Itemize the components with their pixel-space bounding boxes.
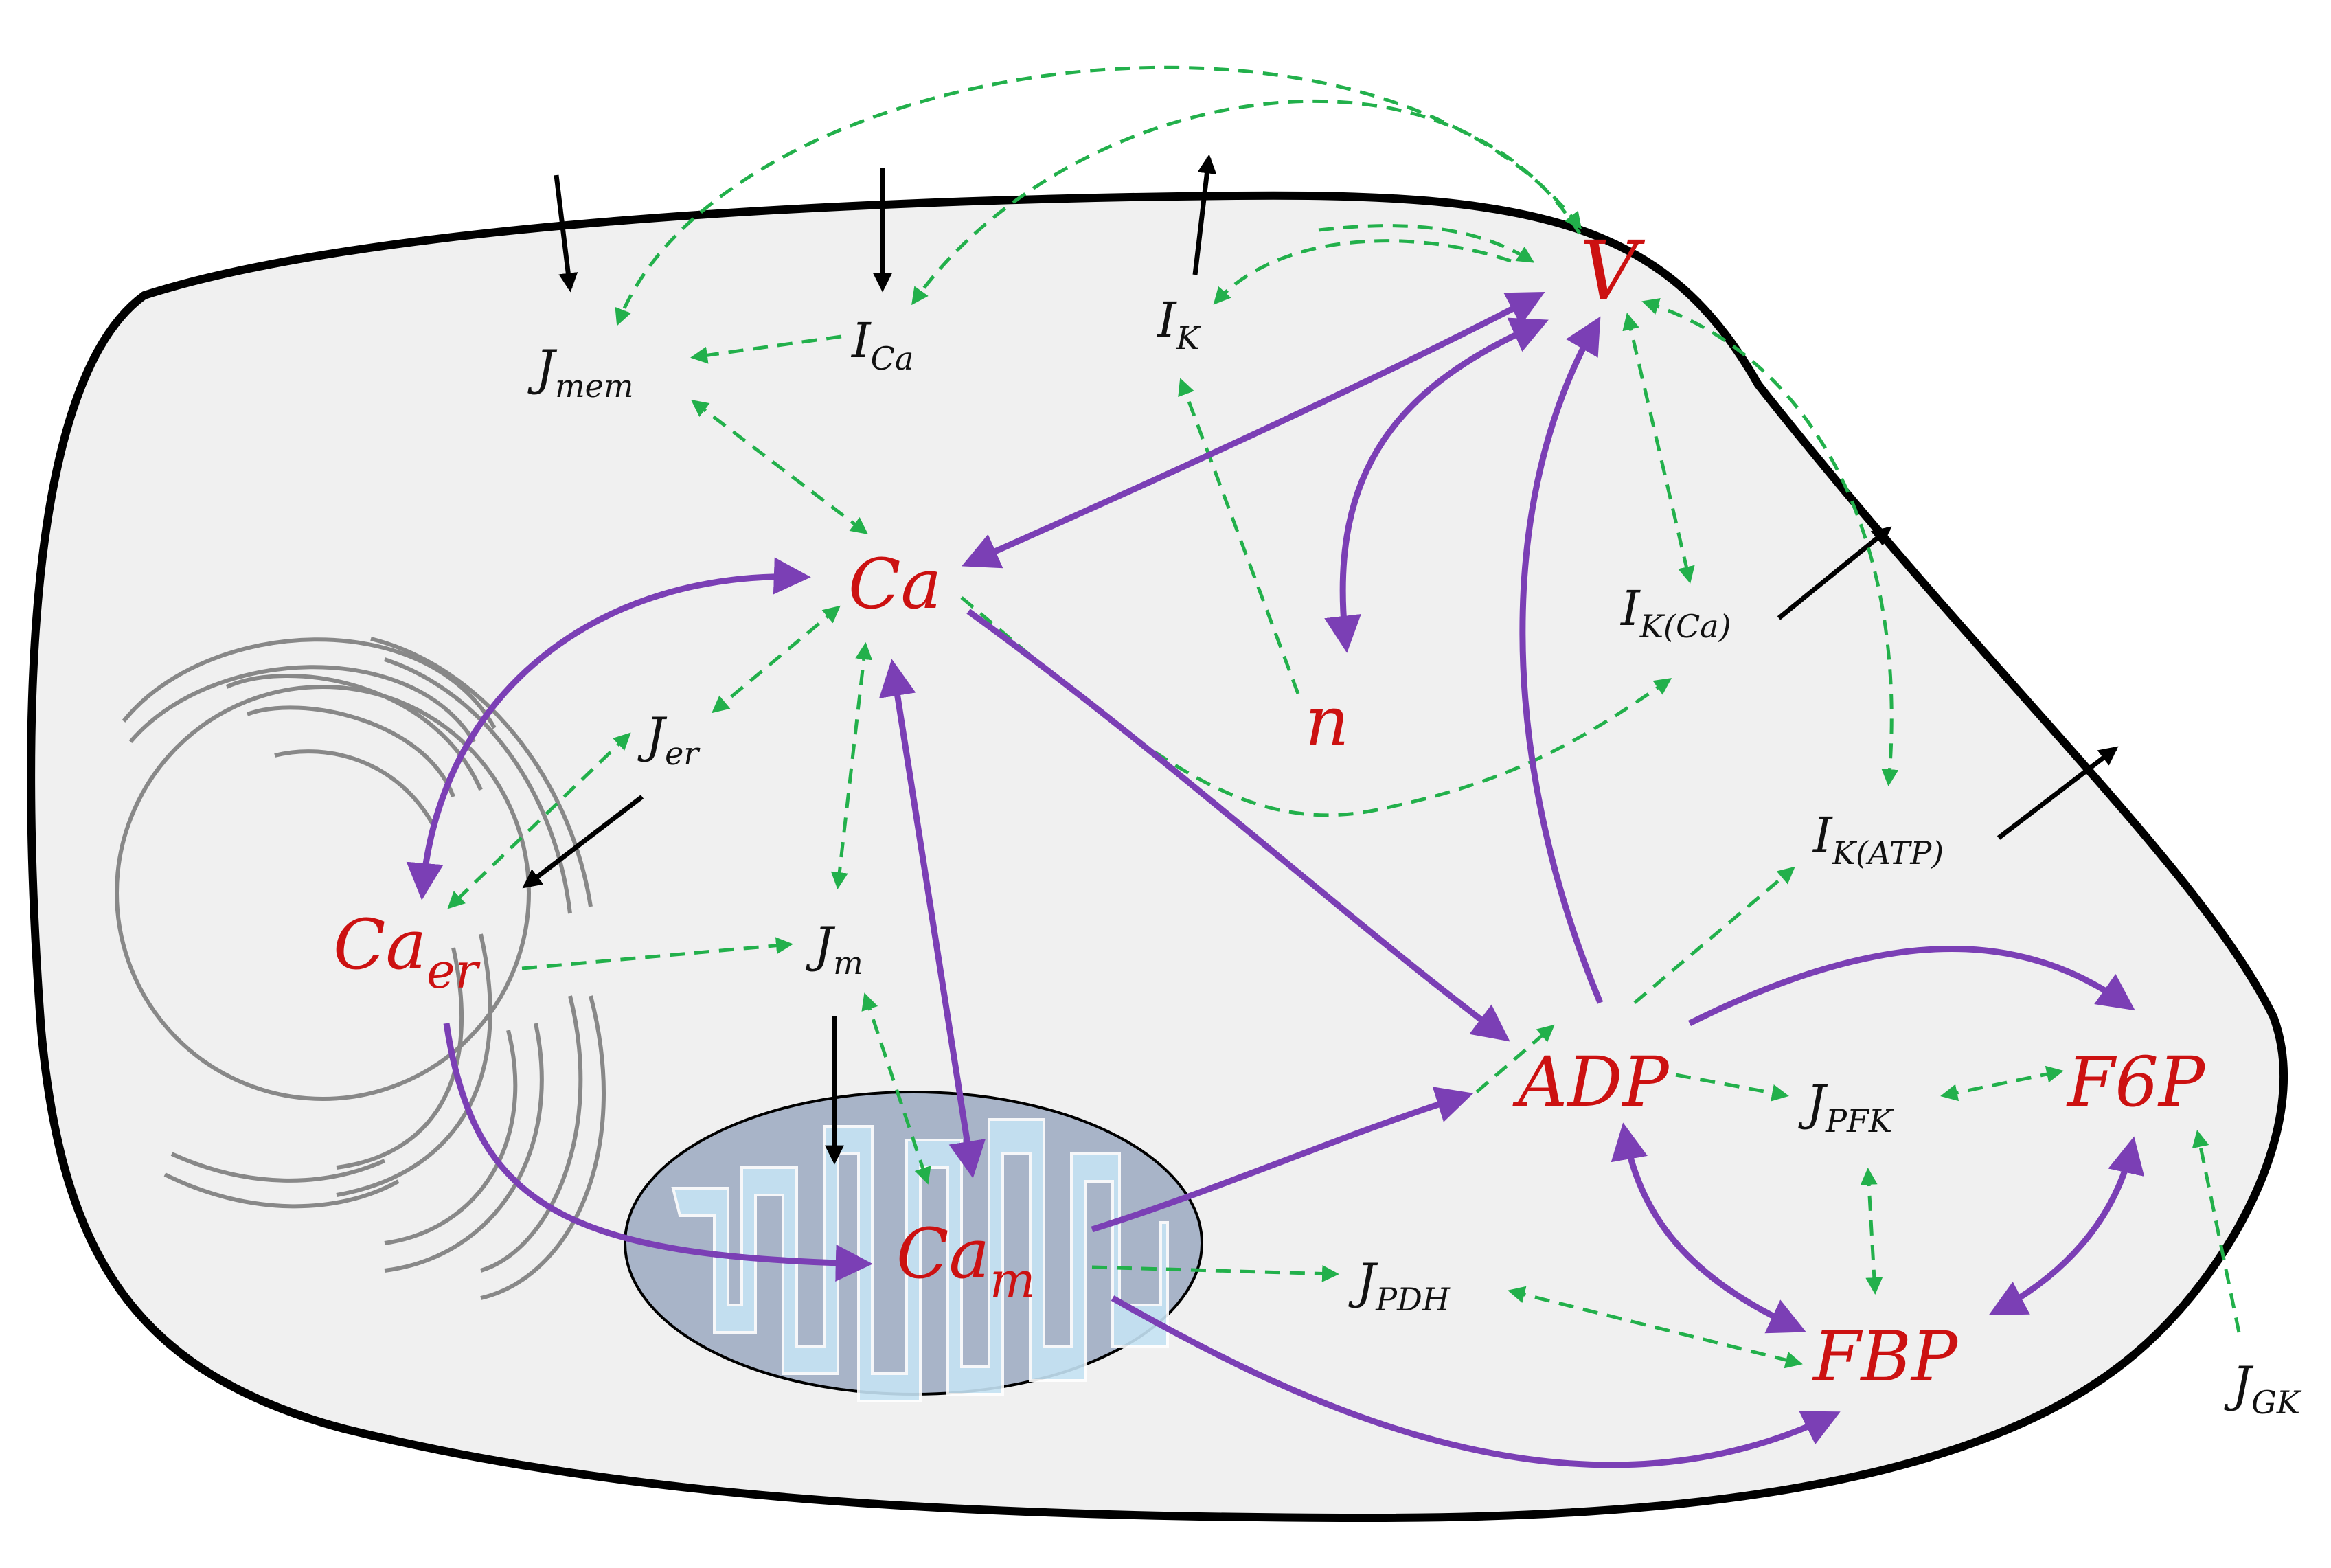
svg-text:JGK: JGK [2224,1356,2302,1421]
svg-text:FBP: FBP [1812,1317,1959,1397]
label-i-k-atp: IK(ATP) [1812,807,1944,872]
label-n: n [1305,681,1349,762]
label-v: V [1580,223,1646,318]
svg-text:ICa: ICa [850,313,913,377]
label-ca: Ca [848,544,942,624]
label-ca-er: Caer [333,905,481,999]
svg-text:Ca: Ca [848,544,942,624]
svg-text:V: V [1580,223,1646,318]
label-i-ca: ICa [850,313,913,377]
state-transition-arrows [406,291,2145,1468]
label-adp: ADP [1512,1042,1670,1122]
svg-text:IK: IK [1156,292,1202,356]
label-i-k-ca: IK(Ca) [1619,580,1731,645]
mitochondrion [624,1091,1203,1402]
label-j-gk: JGK [2224,1356,2302,1421]
svg-text:n: n [1305,681,1349,762]
dashed-influence-arrows [447,65,2241,1369]
svg-text:ADP: ADP [1512,1042,1670,1122]
label-ca-m: Cam [896,1214,1036,1308]
svg-text:Cam: Cam [896,1214,1036,1308]
svg-text:F6P: F6P [2066,1042,2206,1122]
label-f6p: F6P [2066,1042,2206,1122]
svg-text:Caer: Caer [333,905,481,999]
label-i-k: IK [1156,292,1202,356]
svg-text:IK(Ca): IK(Ca) [1619,580,1731,645]
svg-text:IK(ATP): IK(ATP) [1812,807,1944,872]
label-fbp: FBP [1812,1317,1959,1397]
